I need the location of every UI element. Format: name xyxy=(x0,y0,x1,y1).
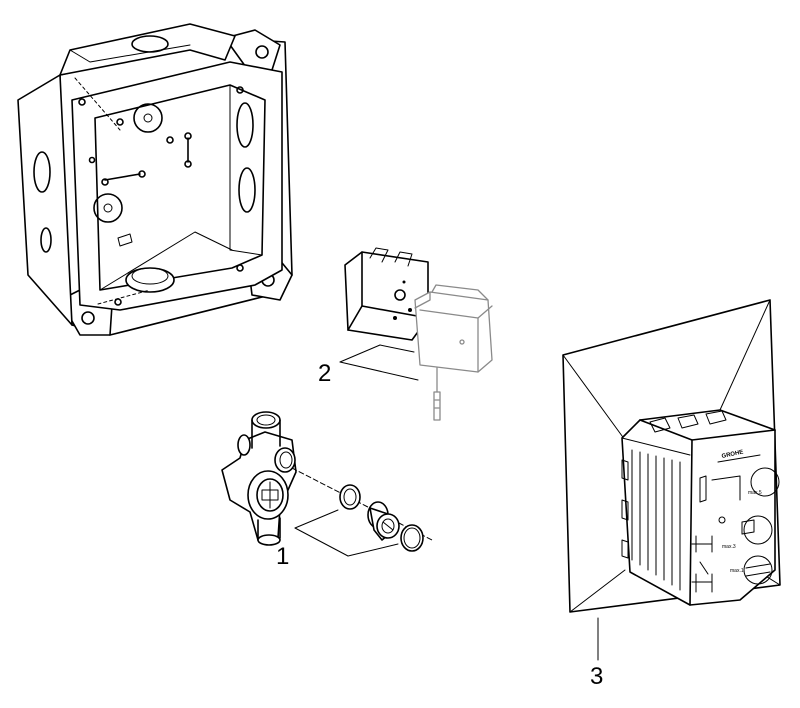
callout-number-3: 3 xyxy=(590,663,604,690)
valve-body-icon xyxy=(221,411,433,557)
max-marking-b: max.3 xyxy=(722,544,736,550)
callout-number-2: 2 xyxy=(318,360,332,387)
power-module-icon xyxy=(339,247,493,421)
callout-number-1: 1 xyxy=(276,543,290,570)
max-marking-a: max.5 xyxy=(748,490,762,496)
install-box-icon xyxy=(17,23,293,336)
brand-marking: GROHE xyxy=(721,450,744,460)
protective-cover-icon: GROHE max.5 max.3 max.1 xyxy=(562,299,781,661)
max-marking-c: max.1 xyxy=(730,568,744,574)
